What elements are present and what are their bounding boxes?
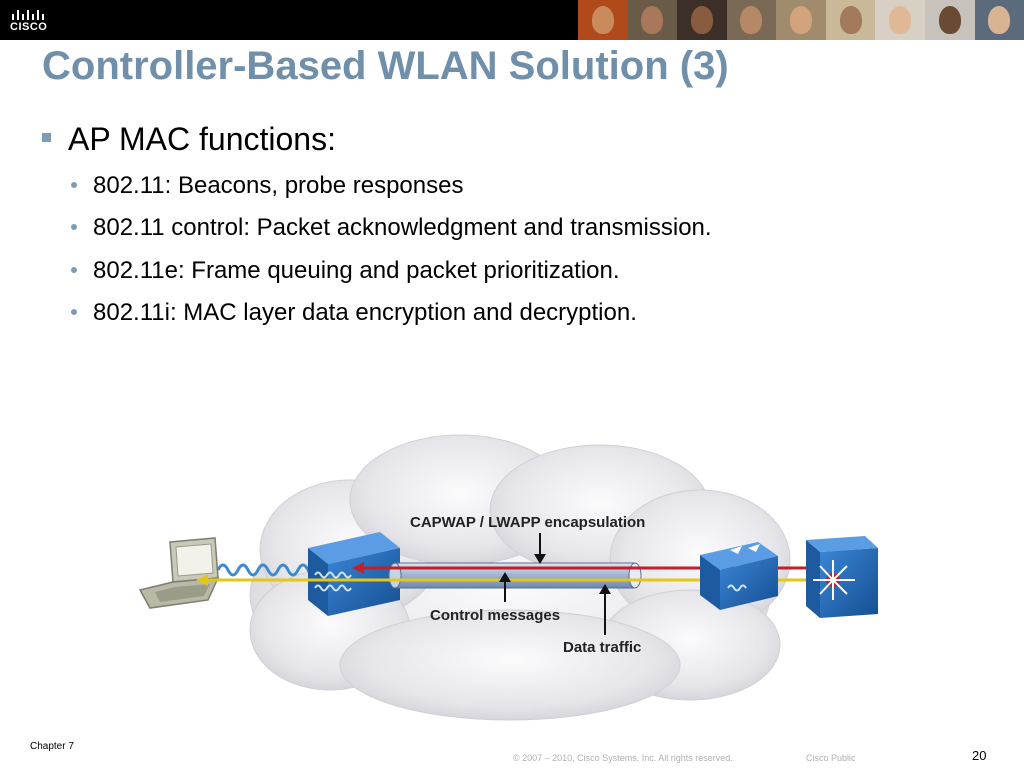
header-photo: [677, 0, 727, 40]
header-photo: [727, 0, 777, 40]
person-face: [691, 6, 713, 34]
switch-icon: [806, 536, 878, 618]
cisco-logo: CISCO: [10, 6, 70, 36]
dot-bullet-icon: [71, 309, 77, 315]
sub-bullet-text: 802.11: Beacons, probe responses: [93, 172, 463, 200]
person-face: [939, 6, 961, 34]
control-messages-label: Control messages: [430, 607, 560, 624]
person-face: [840, 6, 862, 34]
wlan-diagram: CAPWAP / LWAPP encapsulation Control mes…: [130, 430, 890, 730]
bullet-main-text: AP MAC functions:: [68, 121, 336, 158]
dot-bullet-icon: [71, 182, 77, 188]
header-photo: [628, 0, 678, 40]
person-face: [790, 6, 812, 34]
footer-copyright: © 2007 – 2010, Cisco Systems, Inc. All r…: [513, 753, 733, 763]
dot-bullet-icon: [71, 224, 77, 230]
person-face: [592, 6, 614, 34]
sub-bullet-text: 802.11e: Frame queuing and packet priori…: [93, 257, 620, 285]
person-face: [641, 6, 663, 34]
header-bar: CISCO: [0, 0, 1024, 40]
header-photo: [776, 0, 826, 40]
laptop-icon: [140, 538, 218, 608]
sub-bullet-text: 802.11 control: Packet acknowledgment an…: [93, 214, 712, 242]
header-photo: [826, 0, 876, 40]
header-photo: [975, 0, 1024, 40]
person-face: [988, 6, 1010, 34]
cisco-bars-icon: [10, 6, 70, 22]
sub-bullet-text: 802.11i: MAC layer data encryption and d…: [93, 299, 637, 327]
dot-bullet-icon: [71, 267, 77, 273]
square-bullet-icon: [42, 133, 51, 142]
page-number: 20: [972, 748, 986, 763]
footer-classification: Cisco Public: [806, 753, 856, 763]
person-face: [740, 6, 762, 34]
person-face: [889, 6, 911, 34]
slide-title: Controller-Based WLAN Solution (3): [42, 44, 729, 89]
header-photo: [578, 0, 628, 40]
cisco-wordmark: CISCO: [10, 21, 47, 33]
photo-strip: [578, 0, 1024, 40]
encapsulation-label: CAPWAP / LWAPP encapsulation: [410, 514, 645, 531]
header-photo: [925, 0, 975, 40]
header-photo: [875, 0, 925, 40]
data-traffic-label: Data traffic: [563, 639, 641, 656]
footer-chapter: Chapter 7: [30, 741, 74, 752]
